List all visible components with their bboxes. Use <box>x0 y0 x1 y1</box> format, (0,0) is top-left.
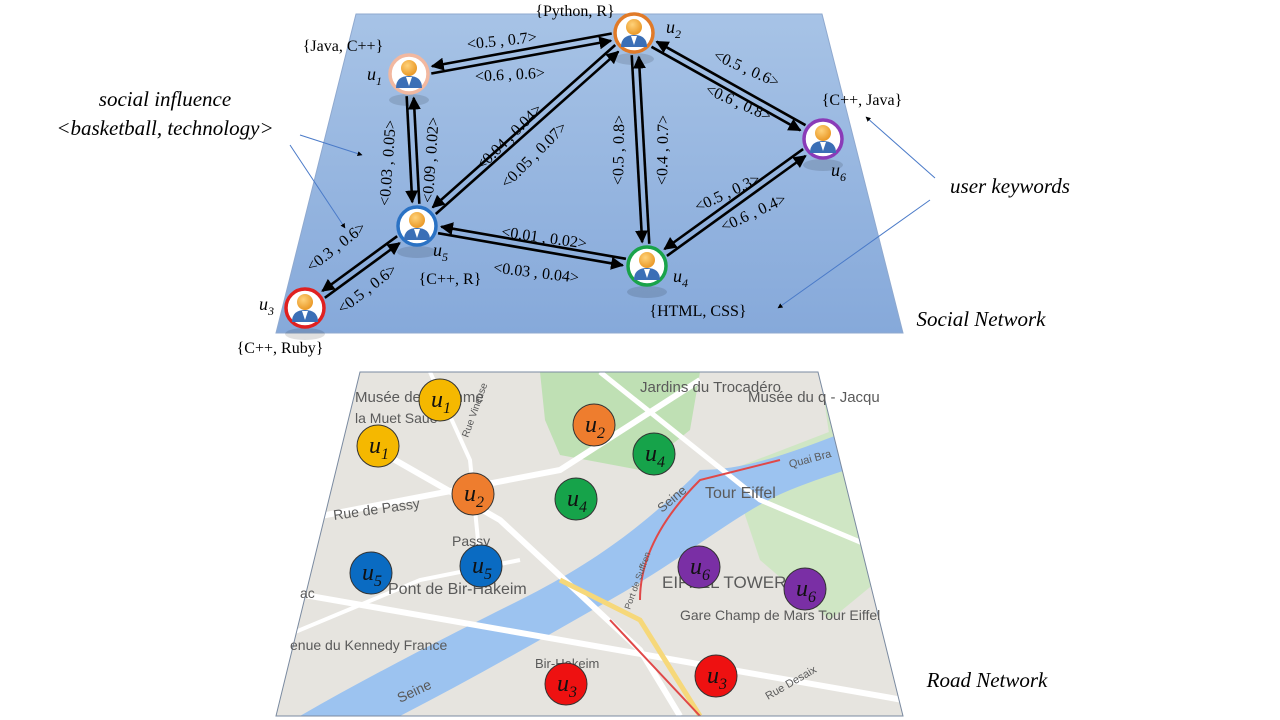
svg-text:u1: u1 <box>369 433 389 463</box>
map-label: Tour Eiffel <box>705 485 776 502</box>
keywords-pointer-2 <box>777 199 931 309</box>
user-keywords-u6: {C++, Java} <box>822 92 903 109</box>
edge-weight-u2-u4: <0.4 , 0.7> <box>654 115 672 185</box>
svg-text:u2: u2 <box>464 481 484 511</box>
user-label-u5: u5 <box>433 240 448 264</box>
road-point-u6[interactable]: u6 <box>677 545 721 589</box>
user-avatar-icon <box>404 212 430 240</box>
road-point-u5[interactable]: u5 <box>349 551 393 595</box>
keywords-pointer-1 <box>865 116 936 179</box>
road-point-u6[interactable]: u6 <box>783 567 827 611</box>
road-point-u3[interactable]: u3 <box>694 654 738 698</box>
user-avatar-icon <box>396 60 422 88</box>
road-network-map <box>276 372 903 716</box>
road-point-u1[interactable]: u1 <box>418 378 462 422</box>
user-node-u1[interactable]: u1 <box>367 53 430 106</box>
svg-text:u5: u5 <box>472 553 492 583</box>
map-label: enue du Kennedy France <box>290 637 447 653</box>
user-node-u2[interactable]: u2 <box>613 12 681 65</box>
user-label-u6: u6 <box>831 160 846 184</box>
road-point-u4[interactable]: u4 <box>554 477 598 521</box>
map-label: Gare Champ de Mars Tour Eiffel <box>680 607 880 623</box>
svg-text:u6: u6 <box>796 576 816 606</box>
edge-u1-u5 <box>405 96 419 204</box>
edge-u2-u1 <box>430 32 612 71</box>
influence-pointer-1 <box>289 144 346 229</box>
influence-caption-line2: <basketball, technology> <box>56 116 273 140</box>
user-avatar-icon <box>621 19 647 47</box>
edge-u3-u5 <box>324 241 401 299</box>
user-avatar-icon <box>292 294 318 322</box>
map-label: Musée du q - Jacqu <box>748 389 880 406</box>
road-network-border <box>275 371 904 717</box>
user-keywords-u3: {C++, Ruby} <box>237 340 324 357</box>
map-label: Jardins du Trocadéro <box>640 379 781 396</box>
edge-u5-u4 <box>437 231 625 270</box>
map-label: ac <box>300 585 315 601</box>
map-label: Pont de Bir-Hakeim <box>388 581 527 598</box>
road-point-u3[interactable]: u3 <box>544 662 588 706</box>
social-network-label: Social Network <box>917 307 1047 331</box>
user-node-u6[interactable]: u6 <box>802 118 846 184</box>
edge-u5-u1 <box>407 96 421 204</box>
user-node-u4[interactable]: u4 <box>626 245 688 298</box>
user-avatar-icon <box>634 252 660 280</box>
edge-weight-u2-u1: <0.6 , 0.6> <box>475 65 546 86</box>
edge-u5-u3 <box>321 235 398 293</box>
edge-u2-u6 <box>650 45 802 132</box>
svg-text:u4: u4 <box>645 441 665 471</box>
user-label-u3: u3 <box>259 294 274 318</box>
user-keywords-u5: {C++, R} <box>419 271 482 288</box>
edge-weight-u5-u1: <0.03 , 0.05> <box>377 119 400 206</box>
svg-text:u3: u3 <box>707 663 727 693</box>
edge-weight-u4-u2: <0.5 , 0.8> <box>610 115 628 185</box>
road-point-u4[interactable]: u4 <box>632 432 676 476</box>
user-keywords-u4: {HTML, CSS} <box>649 303 746 320</box>
svg-text:u2: u2 <box>585 412 605 442</box>
svg-text:u6: u6 <box>690 554 710 584</box>
road-network-label: Road Network <box>926 668 1048 692</box>
edge-u6-u4 <box>663 147 804 251</box>
svg-text:u4: u4 <box>567 486 587 516</box>
edge-u6-u2 <box>655 40 807 127</box>
edge-u2-u4 <box>630 55 649 244</box>
keywords-caption: user keywords <box>950 174 1070 198</box>
edge-u2-u5 <box>431 44 617 209</box>
road-point-u5[interactable]: u5 <box>459 544 503 588</box>
map-label: la Muet Saué <box>355 410 438 426</box>
influence-caption-line1: social influence <box>99 87 231 111</box>
road-point-u2[interactable]: u2 <box>572 403 616 447</box>
edge-weight-u1-u5: <0.09 , 0.02> <box>420 116 443 203</box>
road-point-u1[interactable]: u1 <box>356 424 400 468</box>
user-node-u3[interactable]: u3 <box>259 287 326 340</box>
social-network-plane <box>275 13 904 334</box>
user-keywords-u1: {Java, C++} <box>303 38 384 55</box>
svg-text:u3: u3 <box>557 671 577 701</box>
influence-pointer-2 <box>299 134 363 156</box>
edge-u4-u2 <box>632 55 651 244</box>
edge-u5-u2 <box>434 50 620 215</box>
road-point-u2[interactable]: u2 <box>451 472 495 516</box>
svg-text:u1: u1 <box>431 387 451 417</box>
svg-text:u5: u5 <box>362 560 382 590</box>
user-node-u5[interactable]: u5 <box>396 205 448 264</box>
user-label-u1: u1 <box>367 64 382 88</box>
user-label-u2: u2 <box>666 17 681 41</box>
edge-u4-u5 <box>439 222 627 261</box>
user-keywords-u2: {Python, R} <box>535 3 614 20</box>
edge-u4-u6 <box>666 154 807 258</box>
user-label-u4: u4 <box>673 266 688 290</box>
edge-u1-u2 <box>431 36 613 75</box>
user-avatar-icon <box>810 125 836 153</box>
